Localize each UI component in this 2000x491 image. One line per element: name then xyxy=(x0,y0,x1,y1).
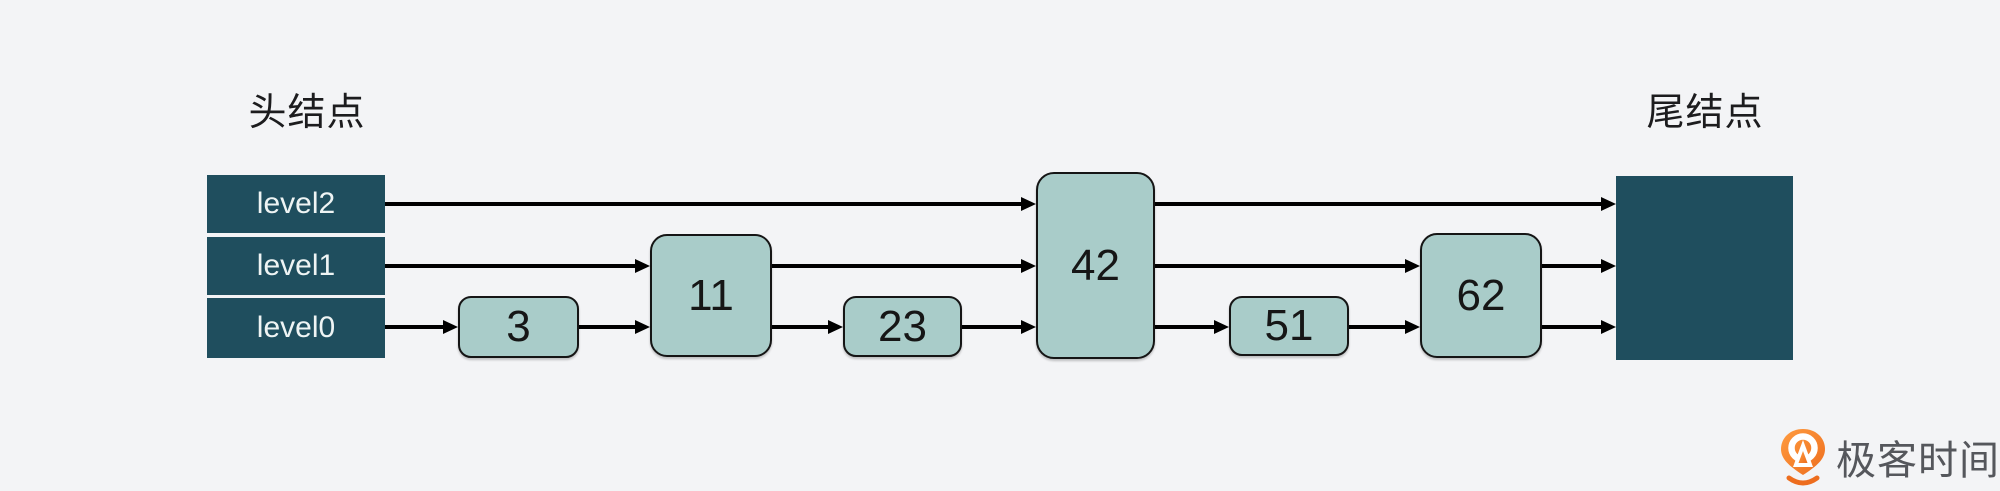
arrowhead-level0-head-to-3 xyxy=(443,320,458,334)
arrow-level0-42-to-51 xyxy=(1155,325,1217,329)
geektime-logo: 极客时间 xyxy=(1779,428,2000,486)
head-level2-cell: level2 xyxy=(207,175,385,233)
arrowhead-level1-42-to-62 xyxy=(1405,259,1420,273)
head-level0-cell: level0 xyxy=(207,298,385,358)
arrowhead-level1-head-to-11 xyxy=(635,259,650,273)
arrow-level0-23-to-42 xyxy=(962,325,1024,329)
arrowhead-level0-51-to-62 xyxy=(1405,320,1420,334)
arrow-level1-head-to-11 xyxy=(385,264,638,268)
arrow-level0-head-to-3 xyxy=(385,325,446,329)
arrowhead-level0-3-to-11 xyxy=(635,320,650,334)
arrowhead-level0-11-to-23 xyxy=(828,320,843,334)
list-node-51: 51 xyxy=(1229,296,1349,356)
arrow-level1-11-to-42 xyxy=(772,264,1024,268)
tail-node-label: 尾结点 xyxy=(1646,92,1764,134)
arrowhead-level1-11-to-42 xyxy=(1021,259,1036,273)
arrow-level1-42-to-62 xyxy=(1155,264,1408,268)
tail-node xyxy=(1616,176,1793,360)
head-node: level2 level1 level0 xyxy=(207,175,385,358)
geektime-logo-icon xyxy=(1781,429,1825,486)
arrow-level2-head-to-42 xyxy=(385,202,1024,206)
list-node-62: 62 xyxy=(1420,233,1542,358)
arrowhead-level1-62-to-tail xyxy=(1601,259,1616,273)
arrowhead-level2-42-to-tail xyxy=(1601,197,1616,211)
arrow-level2-42-to-tail xyxy=(1155,202,1604,206)
list-node-23: 23 xyxy=(843,296,962,357)
arrow-level0-11-to-23 xyxy=(772,325,831,329)
list-node-11: 11 xyxy=(650,234,772,357)
list-node-42: 42 xyxy=(1036,172,1155,359)
arrowhead-level0-42-to-51 xyxy=(1214,320,1229,334)
arrowhead-level2-head-to-42 xyxy=(1021,197,1036,211)
arrow-level0-51-to-62 xyxy=(1349,325,1408,329)
list-node-3: 3 xyxy=(458,296,579,358)
arrow-level1-62-to-tail xyxy=(1542,264,1604,268)
arrowhead-level0-62-to-tail xyxy=(1601,320,1616,334)
head-level1-cell: level1 xyxy=(207,237,385,295)
arrow-level0-62-to-tail xyxy=(1542,325,1604,329)
geektime-logo-text: 极客时间 xyxy=(1836,439,2000,483)
arrowhead-level0-23-to-42 xyxy=(1021,320,1036,334)
arrow-level0-3-to-11 xyxy=(579,325,638,329)
head-node-label: 头结点 xyxy=(248,92,366,134)
